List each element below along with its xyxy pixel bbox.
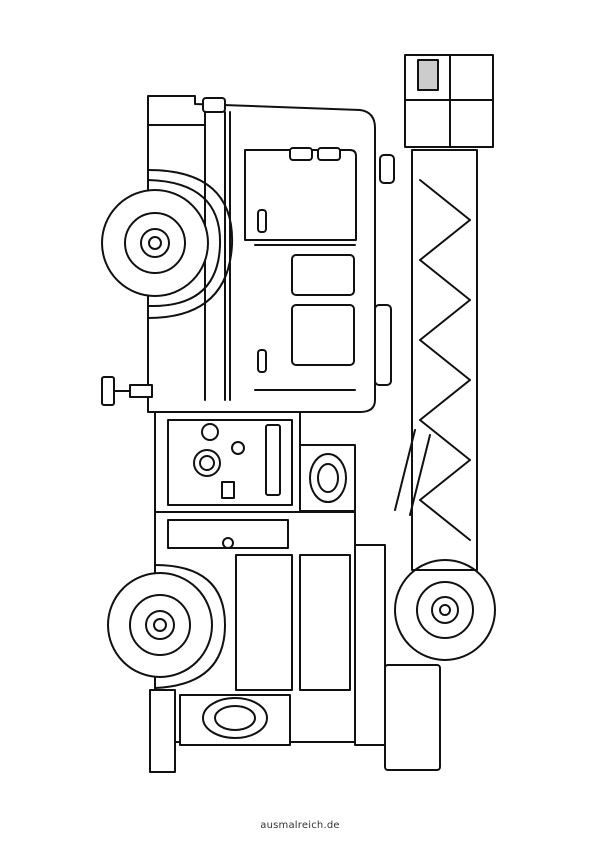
gauge-inner: [199, 455, 215, 471]
cab-roof-light: [202, 97, 226, 113]
cab-side-light: [379, 154, 395, 184]
ladder-truss: [419, 179, 471, 221]
ladder-truss: [419, 419, 471, 461]
mirror-left: [289, 147, 313, 161]
truck-body: [149, 411, 441, 773]
ladder-truss: [419, 339, 471, 381]
ladder-base: [354, 544, 386, 746]
ladder-wheel: [394, 559, 496, 661]
rear-step: [149, 689, 176, 773]
ladder-truss: [419, 459, 471, 501]
gauge: [231, 441, 245, 455]
front-bumper: [129, 384, 153, 398]
basket-grid: [417, 59, 439, 91]
rear-panel: [384, 664, 441, 771]
cab-step: [374, 304, 392, 386]
aerial-ladder: [394, 54, 494, 571]
ladder-rail: [411, 149, 478, 571]
front-wheel-arch: [147, 169, 234, 319]
control-lever: [221, 481, 235, 499]
footer-credit: ausmalreich.de: [260, 820, 340, 831]
hub-center: [153, 618, 167, 632]
hydraulic-arm: [409, 434, 431, 516]
ladder-truss: [419, 259, 471, 301]
door-handle: [257, 209, 267, 233]
coiled-hose-inner: [214, 705, 256, 731]
control-strip: [265, 424, 281, 496]
hydraulic-arm: [394, 429, 416, 511]
cab-window-lower: [291, 304, 355, 366]
front-wheel: [101, 189, 209, 297]
hub-center: [439, 604, 451, 616]
windshield: [244, 149, 357, 241]
rear-wheel: [107, 564, 226, 689]
ladder-truss: [419, 299, 471, 341]
ladder-truss: [419, 219, 471, 261]
front-wheel-arch-inner: [147, 179, 222, 308]
rear-wheel-arch: [154, 564, 226, 689]
cab: [101, 95, 395, 413]
gauge: [201, 423, 219, 441]
ladder-truss: [419, 379, 471, 421]
cab-window-upper: [291, 254, 355, 296]
ladder-truss: [419, 499, 471, 541]
door-handle: [257, 349, 267, 373]
hub-center: [148, 236, 162, 250]
lock: [222, 537, 234, 549]
compartment-door: [299, 554, 351, 691]
hose-reel-inner: [317, 463, 339, 493]
mirror-right: [317, 147, 341, 161]
tow-hook: [101, 376, 115, 406]
compartment-door: [235, 554, 293, 691]
